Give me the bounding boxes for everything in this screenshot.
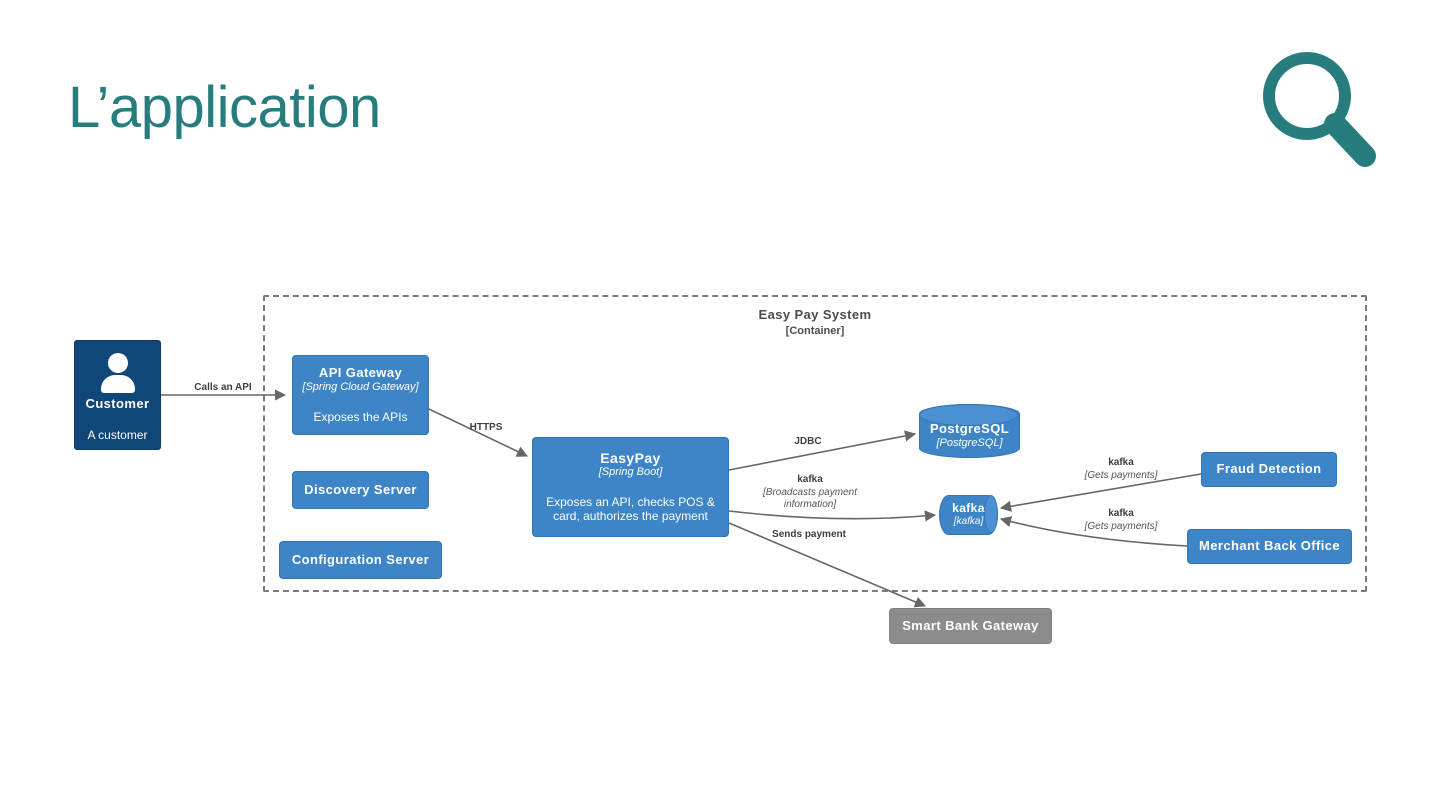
node-postgresql[interactable]: PostgreSQL [PostgreSQL] — [919, 404, 1020, 458]
node-tech: [PostgreSQL] — [936, 437, 1003, 450]
database-cylinder-top — [919, 404, 1018, 426]
edge-label-calls-an-api: Calls an API — [161, 382, 285, 395]
node-merchant-back-office[interactable]: Merchant Back Office — [1187, 529, 1352, 564]
person-icon — [96, 353, 140, 394]
magnifying-glass-icon — [1263, 52, 1376, 167]
node-description: A customer — [87, 428, 148, 443]
node-title: Discovery Server — [304, 481, 417, 497]
node-fraud-detection[interactable]: Fraud Detection — [1201, 452, 1337, 487]
edge-label-tech: [Gets payments] — [1084, 469, 1158, 481]
node-title: kafka — [952, 501, 985, 516]
node-kafka[interactable]: kafka [kafka] — [939, 495, 998, 535]
node-tech: [kafka] — [953, 516, 984, 528]
node-discovery-server[interactable]: Discovery Server — [292, 471, 429, 509]
system-boundary-title: Easy Pay System — [758, 307, 872, 322]
edge-label-tech: [Gets payments] — [1084, 520, 1158, 532]
node-configuration-server[interactable]: Configuration Server — [279, 541, 442, 579]
edge-label-tech: [Broadcasts payment information] — [763, 486, 857, 511]
edge-label-https: HTTPS — [441, 422, 531, 435]
edge-label-text: kafka — [1108, 508, 1134, 519]
node-title: Merchant Back Office — [1199, 538, 1340, 554]
edge-label-kafka-merchant-gets-payments: kafka [Gets payments] — [1062, 508, 1180, 533]
node-customer[interactable]: Customer A customer — [74, 340, 161, 450]
node-title: Smart Bank Gateway — [902, 617, 1039, 633]
node-title: API Gateway — [318, 365, 403, 380]
page-title: L’application — [68, 75, 381, 140]
edge-label-text: kafka — [797, 474, 823, 485]
queue-cylinder-cap — [984, 495, 998, 533]
edge-label-sends-payment: Sends payment — [750, 529, 868, 542]
edge-label-text: Sends payment — [772, 529, 846, 540]
edge-label-text: kafka — [1108, 457, 1134, 468]
node-smart-bank-gateway[interactable]: Smart Bank Gateway — [889, 608, 1052, 644]
node-easypay[interactable]: EasyPay [Spring Boot] Exposes an API, ch… — [532, 437, 729, 537]
edge-label-text: HTTPS — [469, 422, 503, 433]
edge-label-kafka-fraud-gets-payments: kafka [Gets payments] — [1062, 457, 1180, 482]
node-title: Configuration Server — [291, 551, 430, 567]
node-title: PostgreSQL — [929, 421, 1010, 437]
node-description: Exposes an API, checks POS & card, autho… — [546, 494, 715, 524]
node-title: Customer — [85, 396, 150, 412]
edge-label-kafka-broadcasts: kafka [Broadcasts payment information] — [745, 474, 875, 512]
edge-label-text: Calls an API — [194, 382, 252, 393]
node-api-gateway[interactable]: API Gateway [Spring Cloud Gateway] Expos… — [292, 355, 429, 435]
edge-label-jdbc: JDBC — [760, 436, 856, 449]
node-tech: [Spring Cloud Gateway] — [302, 380, 419, 393]
node-description: Exposes the APIs — [313, 409, 408, 424]
node-title: EasyPay — [600, 450, 661, 466]
node-tech: [Spring Boot] — [598, 466, 663, 479]
system-boundary-type: [Container] — [785, 325, 845, 337]
node-title: Fraud Detection — [1216, 461, 1322, 477]
edge-label-text: JDBC — [794, 436, 822, 447]
